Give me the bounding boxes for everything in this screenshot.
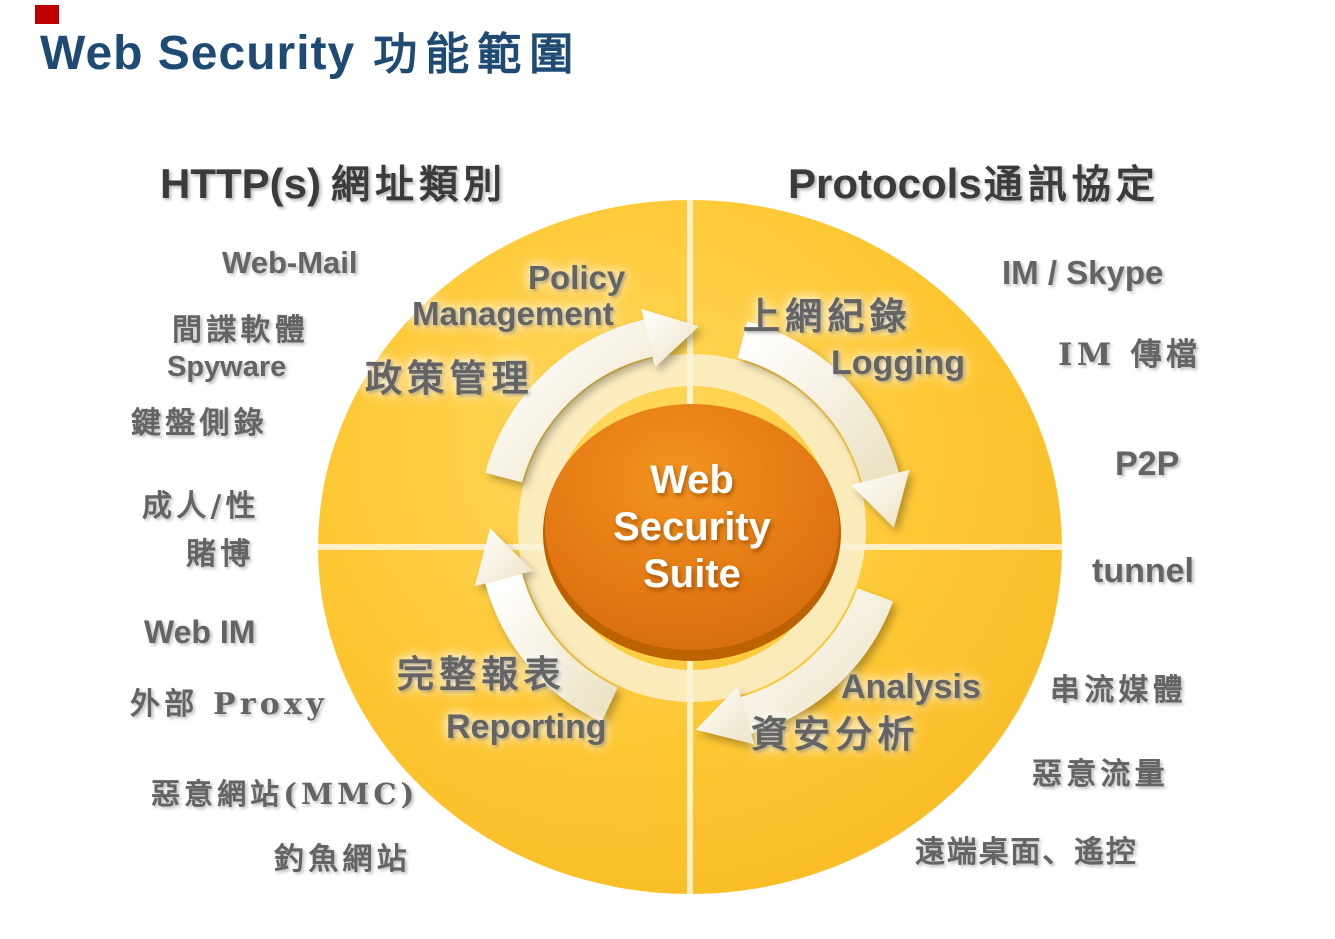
left-item-spyware-en: Spyware — [167, 351, 287, 383]
right-item-p2p: P2P — [1115, 445, 1180, 483]
left-item-adult: 成人/性 — [142, 489, 260, 524]
left-item-phishing: 釣魚網站 — [274, 842, 411, 877]
right-item-im-skype: IM / Skype — [1002, 254, 1164, 291]
page-title-en: Web Security — [40, 27, 356, 80]
right-header-zh: 通訊協定 — [983, 162, 1160, 208]
center-line-2: Security — [613, 505, 771, 549]
left-item-spyware-zh: 間諜軟體 — [172, 313, 309, 348]
quadrant-policy-line2: Management — [412, 295, 614, 332]
page-title: Web Security 功能範圍 — [40, 18, 581, 82]
quadrant-policy-zh: 政策管理 — [365, 356, 534, 400]
red-square-decoration — [35, 5, 59, 24]
quadrant-reporting-zh: 完整報表 — [397, 652, 566, 696]
quadrant-analysis-zh: 資安分析 — [751, 712, 920, 756]
left-section-header: HTTP(s)網址類別 — [160, 154, 507, 210]
right-item-streaming: 串流媒體 — [1050, 673, 1187, 708]
right-item-remote-desktop: 遠端桌面、遙控 — [915, 835, 1138, 870]
cycle-arrow-top-right — [737, 321, 910, 528]
left-item-web-mail: Web-Mail — [222, 245, 358, 280]
center-circle — [545, 404, 839, 650]
right-section-header: Protocols通訊協定 — [788, 154, 1160, 210]
left-header-zh: 網址類別 — [331, 162, 508, 208]
center-line-1: Web — [650, 458, 734, 502]
left-item-web-im: Web IM — [144, 614, 256, 650]
right-item-tunnel: tunnel — [1092, 552, 1194, 590]
right-item-im-file: IM 傳檔 — [1058, 337, 1202, 373]
left-header-en: HTTP(s) — [160, 160, 321, 207]
inner-swirl-ring — [518, 354, 866, 702]
cycle-arrow-bottom-right — [695, 587, 894, 745]
left-item-external-proxy: 外部 Proxy — [130, 687, 328, 722]
left-item-keylogger: 鍵盤側錄 — [131, 406, 268, 441]
right-item-malicious-traffic: 惡意流量 — [1032, 757, 1169, 792]
quadrant-logging-en: Logging — [831, 344, 966, 382]
center-suite-label: Web Security Suite — [542, 457, 842, 598]
page-title-zh: 功能範圍 — [373, 29, 582, 80]
left-item-malicious-site: 惡意網站(MMC) — [151, 777, 419, 811]
quadrant-reporting-en: Reporting — [446, 708, 607, 746]
quadrant-policy-line1: Policy — [528, 259, 626, 296]
cycle-arrow-bottom-left — [474, 528, 618, 722]
right-header-en: Protocols — [788, 160, 982, 207]
quadrant-analysis-en: Analysis — [841, 668, 981, 706]
center-line-3: Suite — [643, 552, 741, 596]
left-item-gambling: 賭博 — [186, 537, 255, 572]
cycle-arrow-top-left — [485, 308, 699, 483]
quadrant-logging-zh: 上網紀錄 — [743, 294, 912, 338]
